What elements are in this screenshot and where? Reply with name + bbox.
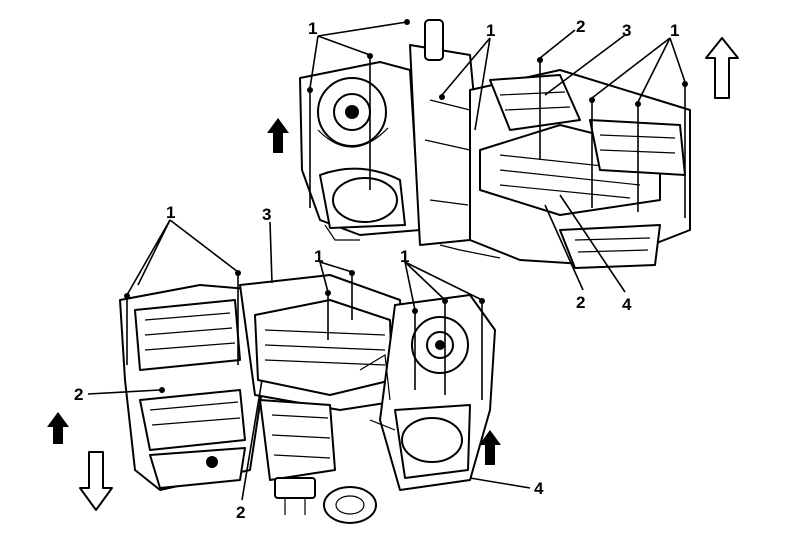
callout-lower-4: 4 (534, 479, 544, 498)
callout-lower-3: 3 (262, 205, 271, 224)
callout-upper-4-bottom: 4 (622, 295, 632, 314)
callout-upper-1-left: 1 (308, 19, 317, 38)
upper-left-solid-up-arrow-icon (267, 118, 289, 153)
callout-lower-2-bottom: 2 (236, 503, 245, 522)
lower-callouts: 1 3 1 1 2 2 4 (74, 203, 544, 522)
upper-leader-lines (307, 19, 688, 293)
callout-upper-2-top: 2 (576, 17, 585, 36)
upper-right-hollow-up-arrow-icon (705, 37, 739, 99)
upper-hvac-assembly (299, 19, 691, 269)
callout-upper-1-mid: 1 (486, 21, 495, 40)
lower-leader-lines (87, 219, 531, 501)
callout-upper-2-bottom: 2 (576, 293, 585, 312)
callout-upper-3-top: 3 (622, 21, 631, 40)
callout-lower-1-right: 1 (400, 247, 409, 266)
lower-left-hollow-down-arrow-icon (79, 451, 113, 511)
callout-lower-1-mid: 1 (314, 247, 323, 266)
callout-upper-1-right: 1 (670, 21, 679, 40)
upper-callouts: 1 1 2 3 1 2 4 (308, 17, 679, 314)
callout-lower-2-left: 2 (74, 385, 83, 404)
callout-lower-1-left: 1 (166, 203, 175, 222)
lower-hvac-assembly (119, 274, 496, 524)
lower-right-solid-up-arrow-icon (479, 430, 501, 465)
lower-left-solid-up-arrow-icon (47, 412, 69, 444)
